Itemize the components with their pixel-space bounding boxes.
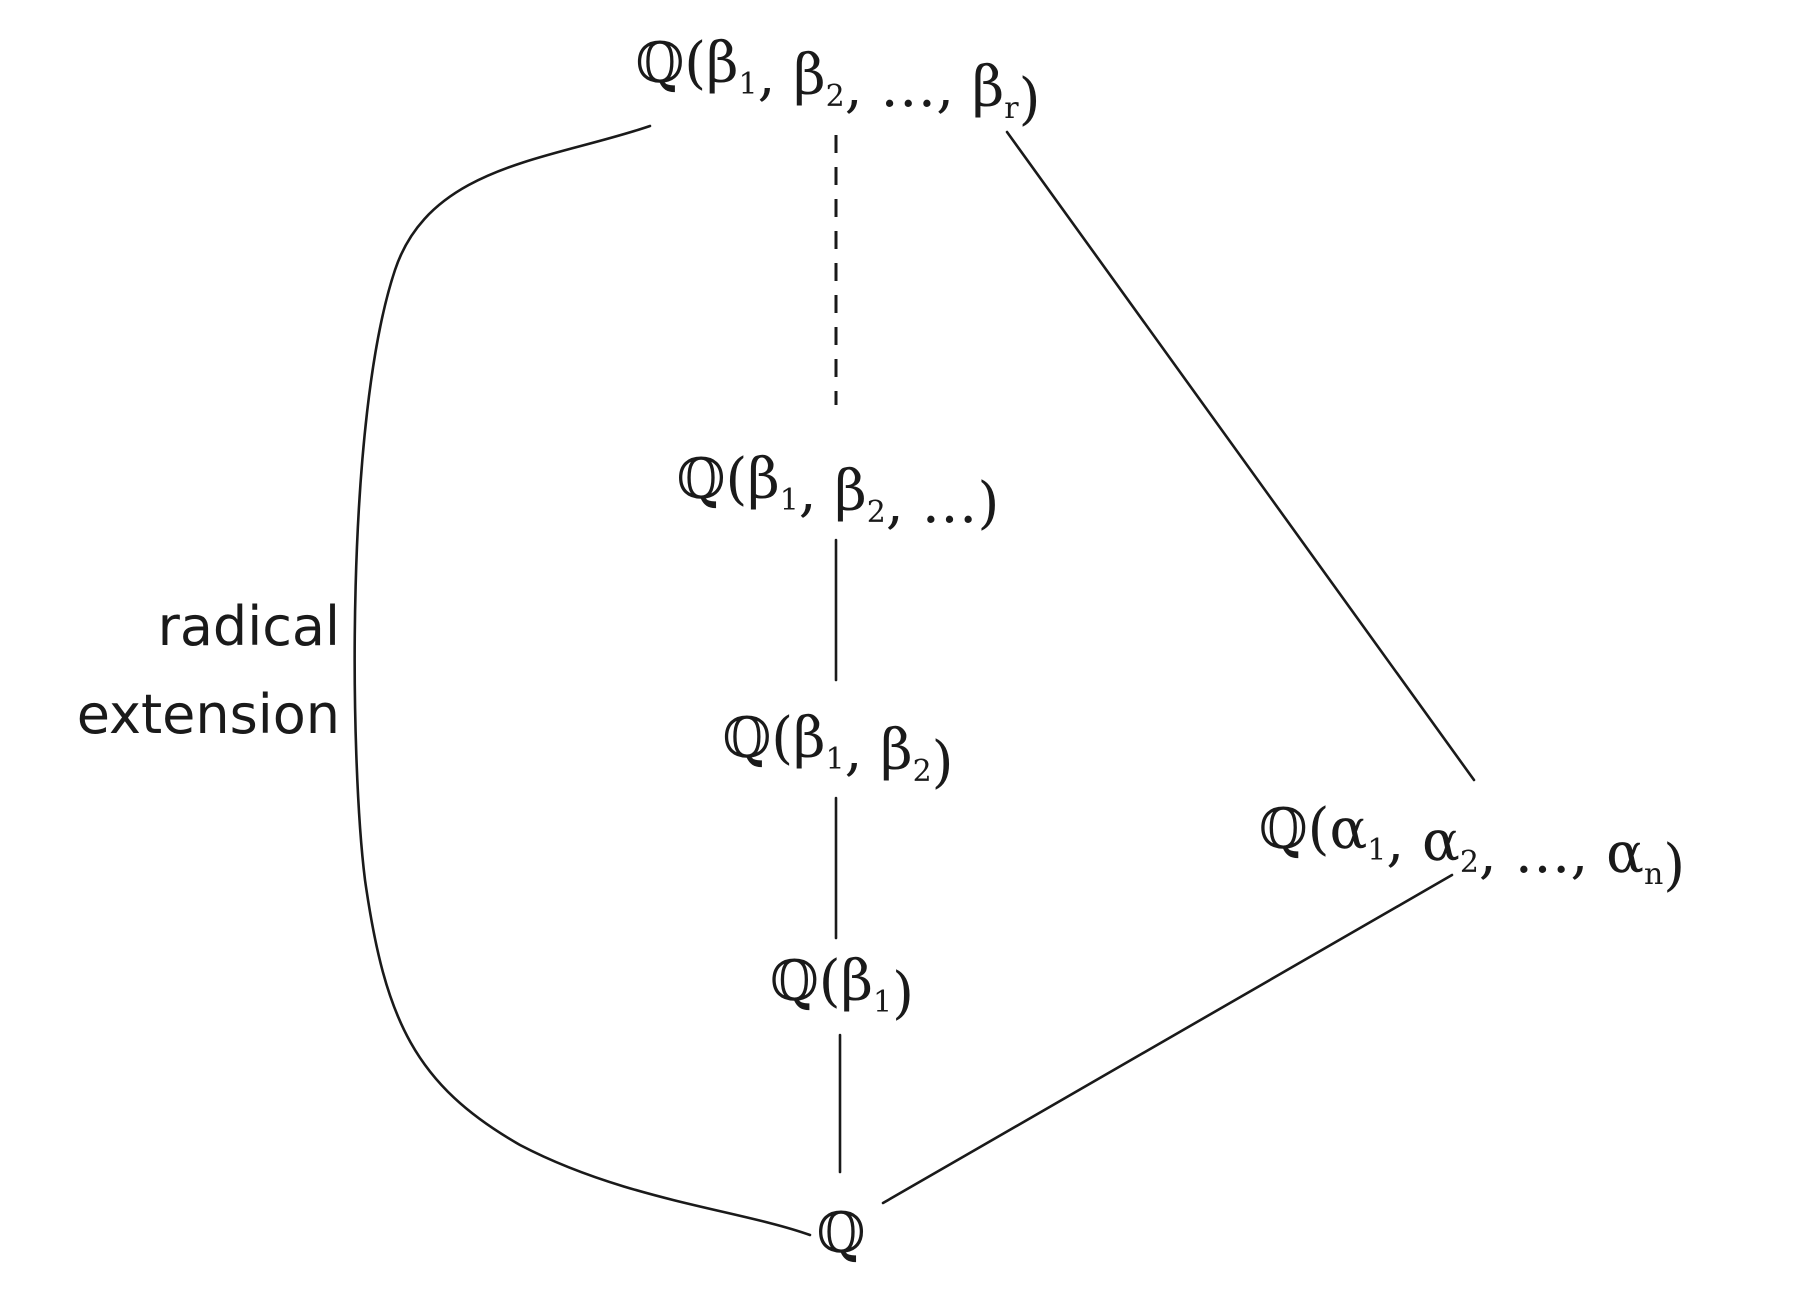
node-top-symbol: … bbox=[880, 55, 936, 120]
node-right-symbol: α bbox=[1606, 821, 1644, 886]
node-level3-base: ℚ( bbox=[677, 447, 748, 512]
node-right-symbol: … bbox=[1515, 821, 1571, 886]
node-level3-close: ) bbox=[977, 471, 999, 536]
node-bottom-field: ℚ bbox=[817, 1201, 866, 1266]
node-top-subscript: r bbox=[1004, 91, 1019, 126]
node-level2-close: ) bbox=[932, 730, 954, 795]
node-top-base: ℚ( bbox=[636, 31, 707, 96]
node-level3-symbol: β bbox=[747, 447, 779, 512]
node-level1-symbol: β bbox=[841, 949, 873, 1014]
node-level2-subscript: 1 bbox=[825, 742, 844, 777]
node-right-symbol: α bbox=[1329, 797, 1367, 862]
node-top-symbol: β bbox=[972, 55, 1004, 120]
node-top-symbol: β bbox=[706, 31, 738, 96]
node-top-symbol: β bbox=[793, 43, 825, 108]
edge-bottom-to-right bbox=[881, 873, 1454, 1205]
node-level1-close: ) bbox=[892, 961, 914, 1026]
node-right-symbol: α bbox=[1422, 809, 1460, 874]
node-level1-field: ℚ(β1) bbox=[770, 949, 914, 1026]
node-level2-symbol: β bbox=[880, 718, 912, 783]
node-top-subscript: 2 bbox=[826, 79, 845, 114]
node-right-base: ℚ( bbox=[1259, 797, 1330, 862]
node-right-subscript: n bbox=[1644, 857, 1663, 892]
node-level1-base: ℚ( bbox=[770, 949, 841, 1014]
radical-extension-bracket bbox=[353, 124, 812, 1237]
node-right-subscript: 2 bbox=[1460, 845, 1479, 880]
node-top-field: ℚ(β1, β2, …, βr) bbox=[636, 31, 1041, 132]
node-right-field: ℚ(α1, α2, …, αn) bbox=[1259, 797, 1685, 898]
node-right-close: ) bbox=[1663, 833, 1685, 898]
node-level3-symbol: β bbox=[834, 459, 866, 524]
node-level1-subscript: 1 bbox=[873, 985, 892, 1020]
node-level3-symbol: … bbox=[921, 471, 977, 536]
node-level3-field: ℚ(β1, β2, …) bbox=[677, 447, 1000, 536]
node-level2-symbol: β bbox=[793, 706, 825, 771]
node-level3-subscript: 1 bbox=[780, 483, 799, 518]
node-top-close: ) bbox=[1019, 67, 1041, 132]
side-label-line2: extension bbox=[77, 683, 340, 746]
edge-top-to-right bbox=[1005, 130, 1476, 782]
node-level2-base: ℚ( bbox=[722, 706, 793, 771]
node-top-subscript: 1 bbox=[739, 67, 758, 102]
node-level2-field: ℚ(β1, β2) bbox=[722, 706, 953, 795]
node-bottom-base: ℚ bbox=[817, 1201, 866, 1266]
node-level3-subscript: 2 bbox=[867, 495, 886, 530]
side-label-line1: radical bbox=[158, 595, 340, 658]
node-right-subscript: 1 bbox=[1367, 833, 1386, 868]
node-level2-subscript: 2 bbox=[913, 754, 932, 789]
